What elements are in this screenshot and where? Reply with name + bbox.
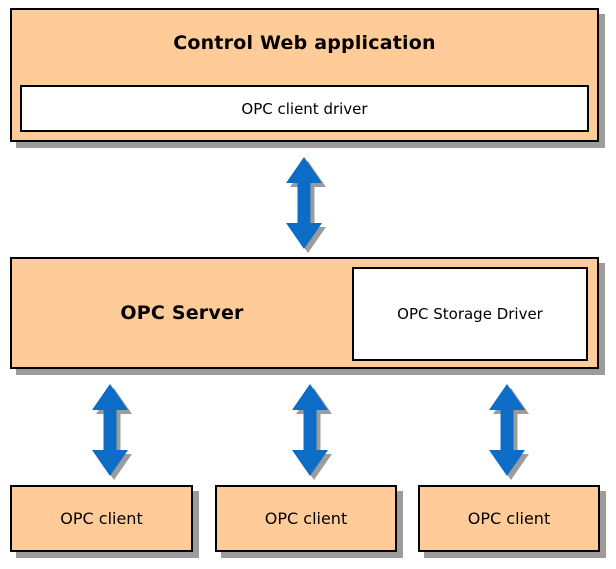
bidirectional-arrow-icon: [286, 157, 326, 253]
opc-client-box: OPC client: [215, 485, 397, 552]
control-web-application-box: Control Web application OPC client drive…: [10, 8, 599, 142]
bidirectional-arrow-icon: [489, 384, 529, 480]
opc-client-driver-label: OPC client driver: [241, 99, 368, 118]
opc-client-label: OPC client: [467, 509, 551, 528]
control-web-application-title: Control Web application: [173, 32, 436, 54]
bidirectional-arrow-icon: [92, 384, 132, 480]
opc-client-box: OPC client: [418, 485, 600, 552]
opc-client-label: OPC client: [264, 509, 348, 528]
bidirectional-arrow-icon: [292, 384, 332, 480]
opc-client-label: OPC client: [60, 509, 143, 528]
opc-client-box: OPC client: [10, 485, 193, 552]
opc-server-box: OPC Server OPC Storage Driver: [10, 257, 599, 369]
opc-storage-driver-label: OPC Storage Driver: [397, 305, 543, 323]
opc-storage-driver-box: OPC Storage Driver: [352, 267, 588, 361]
opc-server-title: OPC Server: [120, 302, 244, 324]
opc-client-driver-box: OPC client driver: [20, 85, 589, 132]
